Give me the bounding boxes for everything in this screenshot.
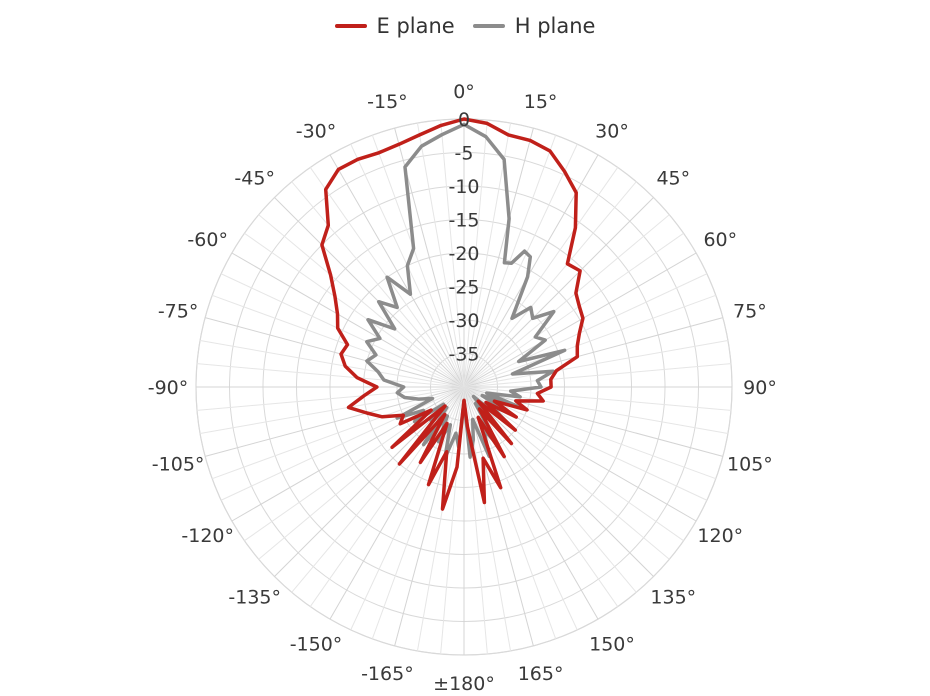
angle-tick-label: 150° [589, 633, 635, 655]
angle-tick-label: ±180° [433, 673, 495, 695]
grid-spoke [463, 167, 619, 388]
angle-tick-label: -150° [290, 633, 343, 655]
grid-spoke [463, 214, 670, 388]
grid-spoke [463, 294, 717, 388]
grid-spoke [463, 386, 708, 501]
grid-spoke [371, 134, 465, 388]
grid-spoke [463, 386, 723, 457]
grid-spoke [463, 181, 637, 388]
grid-spoke [463, 128, 534, 388]
angle-tick-label: -90° [148, 377, 189, 399]
grid-spoke [463, 134, 557, 388]
grid-spoke [211, 386, 465, 480]
grid-spoke [463, 386, 534, 646]
angle-tick-label: 165° [518, 663, 564, 685]
angle-tick-label: 15° [524, 91, 558, 113]
grid-spoke [291, 181, 465, 388]
grid-spoke [231, 252, 465, 388]
grid-spoke [463, 386, 732, 411]
grid-spoke [463, 143, 578, 388]
grid-spoke [463, 119, 488, 388]
angle-tick-labels: 0° 15° 30° 45° 60° 75° 90° 105° 120° 135° 150° 165°… [148, 81, 777, 695]
radial-tick-label: -30 [448, 310, 479, 332]
grid-spoke [205, 317, 465, 388]
angle-tick-label: -135° [228, 586, 281, 608]
angle-tick-label: 105° [727, 454, 773, 476]
legend-swatch-e-plane [334, 24, 367, 28]
grid-spoke [463, 317, 723, 388]
angle-tick-label: 135° [650, 586, 696, 608]
grid-spoke [463, 386, 557, 640]
angle-tick-label: -45° [234, 168, 275, 190]
radial-tick-label: -10 [448, 176, 479, 198]
angle-tick-label: 0° [453, 81, 475, 103]
grid-spoke [329, 154, 465, 388]
radial-tick-label: -25 [448, 277, 479, 299]
legend-item-h-plane[interactable]: H plane [472, 14, 596, 38]
angle-tick-label: 60° [703, 229, 737, 251]
grid-spoke [463, 386, 619, 607]
grid-spoke [416, 122, 465, 388]
grid-spoke [463, 386, 684, 542]
angle-tick-label: 30° [595, 121, 629, 143]
grid-spoke [463, 252, 697, 388]
angle-tick-label: -60° [187, 229, 228, 251]
angle-tick-label: -105° [152, 454, 205, 476]
legend-swatch-h-plane [472, 24, 505, 28]
angle-tick-label: 75° [733, 300, 767, 322]
legend: E plane H plane [0, 14, 930, 38]
grid-spoke [463, 386, 654, 577]
radial-tick-label: -5 [455, 143, 474, 165]
angle-tick-label: -75° [158, 300, 199, 322]
angle-tick-label: -15° [367, 91, 408, 113]
angle-tick-label: 90° [743, 377, 777, 399]
grid-spoke [463, 232, 684, 388]
grid-spoke [258, 214, 465, 388]
grid-spoke [199, 339, 465, 388]
radial-tick-label: -15 [448, 210, 479, 232]
series-line-e-plane [320, 117, 585, 511]
grid-spoke [211, 294, 465, 388]
polar-grid [195, 118, 733, 656]
grid-spoke [196, 386, 465, 411]
angle-tick-label: -30° [296, 121, 337, 143]
grid-spoke [329, 386, 465, 620]
grid-spoke [274, 197, 465, 388]
grid-spoke [196, 363, 465, 388]
grid-spoke [231, 386, 465, 522]
grid-spoke [463, 122, 512, 388]
grid-spoke [463, 273, 708, 388]
legend-label-e-plane: E plane [376, 14, 455, 38]
angle-tick-label: 45° [656, 168, 690, 190]
grid-spoke [463, 363, 732, 388]
radial-tick-labels: 0 -5 -10 -15 -20 -25 -30 -35 [448, 109, 479, 366]
grid-spoke [244, 232, 465, 388]
angle-tick-label: -120° [181, 525, 234, 547]
grid-spoke [394, 386, 465, 646]
legend-item-e-plane[interactable]: E plane [334, 14, 455, 38]
grid-spoke [220, 386, 465, 501]
grid-spoke [463, 339, 729, 388]
grid-spoke [416, 386, 465, 652]
grid-spoke [291, 386, 465, 593]
grid-spoke [199, 386, 465, 435]
legend-label-h-plane: H plane [514, 14, 596, 38]
radial-tick-label: -35 [448, 344, 479, 366]
radial-tick-label: 0 [458, 109, 470, 131]
series-layer [320, 117, 585, 511]
grid-spoke [463, 197, 654, 388]
series-line-h-plane [365, 122, 567, 460]
angle-tick-label: -165° [361, 663, 414, 685]
radial-tick-label: -20 [448, 243, 479, 265]
grid-spoke [440, 119, 465, 388]
grid-spoke [220, 273, 465, 388]
angle-tick-label: 120° [697, 525, 743, 547]
